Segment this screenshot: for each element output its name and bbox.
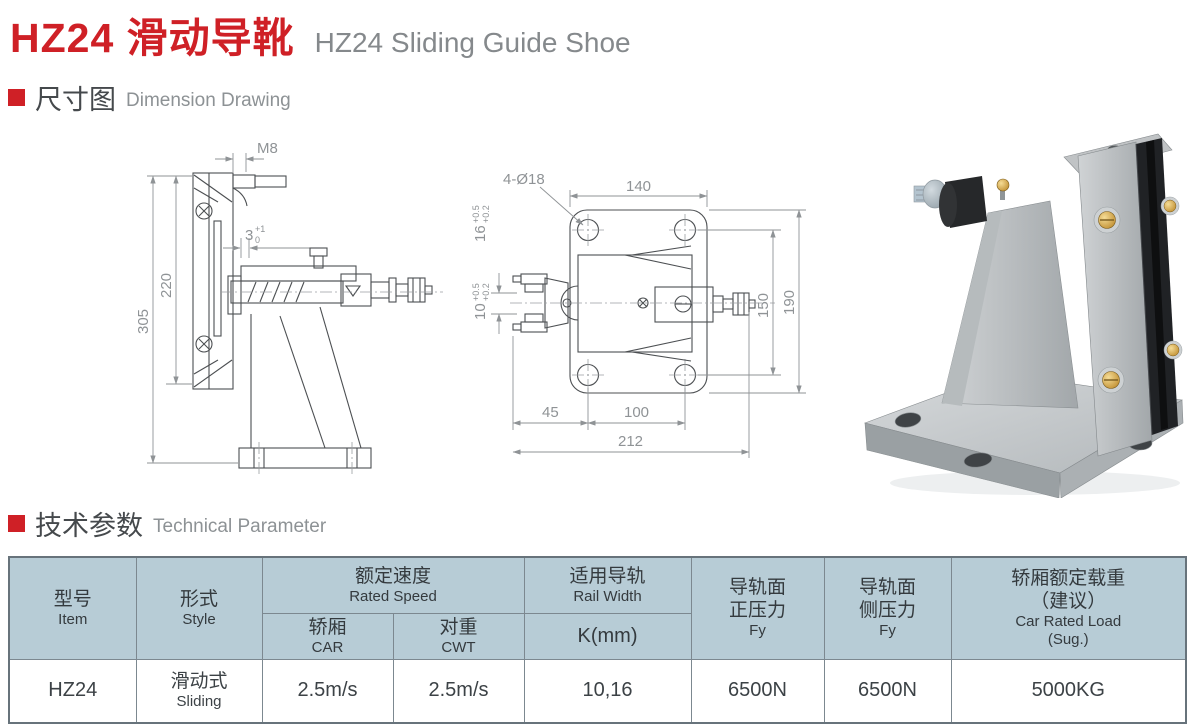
dim-holes: 4-Ø18	[503, 171, 584, 226]
photo-pedestal	[941, 200, 1079, 409]
section-bullet-icon	[8, 515, 25, 532]
dim-305: 305	[135, 175, 238, 464]
shoe-body-outline	[192, 172, 234, 390]
header-fy-side-en: Fy	[879, 622, 896, 640]
dim-label-4d18: 4-Ø18	[503, 171, 545, 188]
header-style-en: Style	[182, 610, 216, 628]
clamp-assembly	[512, 273, 569, 333]
cell-style-en: Sliding	[176, 693, 222, 711]
header-cwt-cn: 对重	[439, 616, 478, 638]
dim-220: 220	[147, 175, 192, 385]
pedestal-outline	[238, 306, 372, 474]
dim-m8: M8	[215, 140, 278, 172]
photo-guide-head	[1063, 133, 1183, 457]
header-speed-cn: 额定速度	[355, 565, 432, 587]
header-fy-front-en: Fy	[749, 622, 766, 640]
dim-label-100: 100	[624, 404, 649, 421]
dim-label-45: 45	[542, 404, 559, 421]
dim-label-16: 16	[472, 225, 489, 242]
header-fy-side-cn2: 侧压力	[859, 600, 917, 622]
cell-car-speed: 2.5m/s	[261, 658, 394, 724]
dim-label-16-tol-up: +0.5	[471, 205, 481, 223]
dim-label-140: 140	[626, 178, 651, 195]
dim-label-212: 212	[618, 433, 643, 450]
header-fy-front-cn2: 正压力	[729, 600, 787, 622]
header-k-mm: K(mm)	[577, 624, 638, 647]
product-photo	[863, 133, 1184, 498]
dim-label-150: 150	[755, 293, 772, 318]
dim-label-3-tol-dn: 0	[255, 235, 260, 245]
col-header-car-rated-load: 轿厢额定载重 （建议） Car Rated Load (Sug.)	[950, 556, 1187, 660]
dim-150: 150	[698, 229, 781, 376]
dim-left-tolerances: 16 +0.5 +0.2 10 +0.5 +0.2	[471, 205, 517, 334]
header-fy-side-cn1: 导轨面	[859, 577, 917, 599]
header-load-en1: Car Rated Load	[1015, 613, 1122, 631]
header-load-cn1: 轿厢额定载重	[1011, 568, 1126, 590]
photo-pivot-cylinder	[913, 176, 1010, 228]
top-view-drawing: 4-Ø18 140 16 +0.5 +0.2 10 +0.5 +0.2 150	[471, 171, 806, 458]
section-dimension-drawing: 尺寸图 Dimension Drawing	[8, 78, 291, 117]
dim-gap-3: 3 +1 0	[223, 224, 314, 258]
cell-k: 10,16	[523, 658, 692, 724]
header-item-cn: 型号	[53, 588, 92, 610]
cell-item: HZ24	[8, 658, 137, 724]
header-rail-cn: 适用导轨	[569, 565, 646, 587]
table-row: HZ24 滑动式 Sliding 2.5m/s 2.5m/s 10,16 650…	[8, 658, 1187, 724]
dim-label-10-tol-up: +0.5	[471, 283, 481, 301]
section-title-cn: 尺寸图	[35, 85, 116, 115]
shaft-assembly	[220, 247, 443, 315]
dim-140: 140	[569, 178, 708, 207]
col-header-cwt: 对重 CWT	[392, 612, 525, 660]
cell-load: 5000KG	[950, 658, 1187, 724]
page-title-english: HZ24 Sliding Guide Shoe	[314, 27, 631, 58]
spring-block-assembly	[510, 286, 775, 323]
mounting-plate-outline	[569, 209, 708, 394]
col-header-car: 轿厢 CAR	[261, 612, 394, 660]
dim-label-10: 10	[472, 303, 489, 320]
header-cwt-en: CWT	[441, 638, 476, 656]
header-rail-en: Rail Width	[573, 587, 642, 605]
header-car-cn: 轿厢	[308, 616, 347, 638]
cell-style: 滑动式 Sliding	[135, 658, 263, 724]
cell-style-cn: 滑动式	[170, 671, 228, 693]
col-header-style: 形式 Style	[135, 556, 263, 660]
section-technical-parameter: 技术参数 Technical Parameter	[8, 504, 326, 543]
header-item-en: Item	[58, 610, 88, 628]
header-load-cn2: （建议）	[1030, 591, 1107, 613]
header-speed-en: Rated Speed	[349, 587, 437, 605]
dim-label-220: 220	[158, 273, 175, 298]
dim-label-10-tol-dn: +0.2	[481, 283, 491, 301]
dim-label-3: 3	[245, 227, 253, 244]
col-header-rail-width: 适用导轨 Rail Width	[523, 556, 692, 614]
dim-label-16-tol-dn: +0.2	[481, 205, 491, 223]
m8-bolt-bracket	[232, 174, 287, 207]
col-header-item: 型号 Item	[8, 556, 137, 660]
section-title-cn: 技术参数	[35, 511, 143, 541]
page-header: HZ24 滑动导靴 HZ24 Sliding Guide Shoe	[10, 4, 631, 64]
cell-fy-side: 6500N	[823, 658, 952, 724]
technical-parameter-table: 型号 Item 形式 Style 额定速度 Rated Speed 适用导轨 R…	[8, 556, 1188, 724]
col-header-fy-front: 导轨面 正压力 Fy	[690, 556, 825, 660]
side-view-drawing: M8 3 +1 0	[135, 140, 443, 474]
header-car-en: CAR	[311, 638, 344, 656]
cell-cwt-speed: 2.5m/s	[392, 658, 525, 724]
dim-label-m8: M8	[257, 140, 278, 157]
col-header-k-mm: K(mm)	[523, 612, 692, 660]
header-load-en2: (Sug.)	[1047, 631, 1089, 649]
section-title-en: Technical Parameter	[153, 515, 327, 537]
dim-bottom: 45 100 212	[512, 312, 750, 458]
page-title: HZ24 滑动导靴	[10, 15, 295, 61]
col-header-rated-speed: 额定速度 Rated Speed	[261, 556, 525, 614]
dim-label-3-tol-up: +1	[255, 224, 265, 234]
dim-label-305: 305	[135, 309, 152, 334]
col-header-fy-side: 导轨面 侧压力 Fy	[823, 556, 952, 660]
dim-label-190: 190	[781, 290, 798, 315]
section-bullet-icon	[8, 89, 25, 106]
section-title-en: Dimension Drawing	[126, 89, 291, 111]
dim-190: 190	[709, 209, 806, 394]
header-style-cn: 形式	[179, 588, 218, 610]
header-fy-front-cn1: 导轨面	[729, 577, 787, 599]
cell-fy-front: 6500N	[690, 658, 825, 724]
rail-channel-outline	[560, 245, 693, 362]
